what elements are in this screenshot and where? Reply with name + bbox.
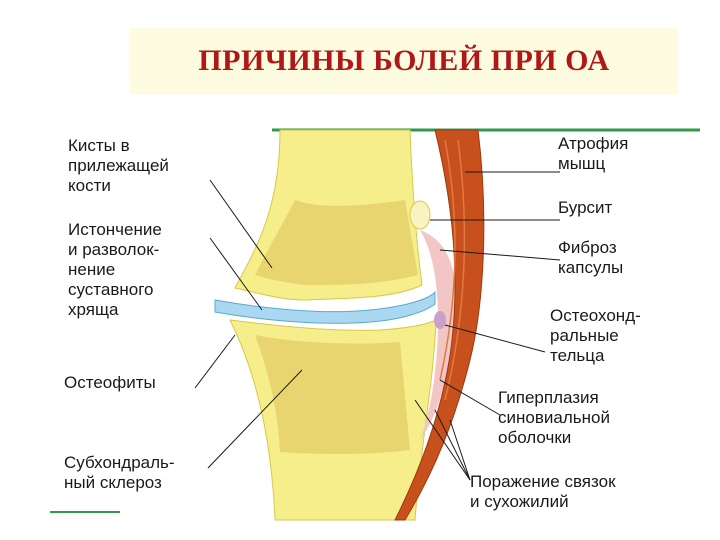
label-osteochondral-bodies: Остеохонд- ральные тельца <box>550 306 641 365</box>
label-bursitis: Бурсит <box>558 198 613 217</box>
osteochondral-body <box>434 311 446 329</box>
leader-line-osteophytes <box>194 334 236 389</box>
label-cysts: Кисты в прилежащей кости <box>68 136 169 195</box>
label-subchondral-sclerosis: Субхондраль- ный склероз <box>64 453 175 492</box>
joint-cartilage <box>214 290 436 324</box>
muscle-fiber <box>439 139 456 381</box>
leader-line-cysts <box>209 179 273 269</box>
label-osteophytes: Остеофиты <box>64 373 156 392</box>
leader-line-cartilage <box>209 237 263 311</box>
leader-line-ligaments <box>414 399 471 481</box>
synovial-membrane <box>420 230 456 440</box>
leader-line-ligaments <box>434 409 471 481</box>
label-synovial-hyperplasia: Гиперплазия синовиальной оболочки <box>498 388 610 447</box>
bursa <box>409 200 431 230</box>
muscle <box>394 129 485 521</box>
label-capsule-fibrosis: Фиброз капсулы <box>558 238 624 277</box>
label-cartilage-thinning: Истончение и разволок- нение суставного … <box>68 220 162 319</box>
leader-line-sclerosis <box>207 369 303 469</box>
leader-line-hyperplasia <box>439 379 501 416</box>
title-banner: ПРИЧИНЫ БОЛЕЙ ПРИ ОА <box>130 28 678 94</box>
upper-bone-spongy <box>255 200 418 285</box>
lower-bone-spongy <box>255 335 410 455</box>
label-ligament-damage: Поражение связок и сухожилий <box>470 472 616 511</box>
leader-line-ligaments <box>449 419 471 481</box>
leader-line-fibrosis <box>439 249 561 261</box>
page-title: ПРИЧИНЫ БОЛЕЙ ПРИ ОА <box>198 44 610 77</box>
muscle-fiber <box>444 139 466 401</box>
label-muscle-atrophy: Атрофия мышц <box>558 134 629 173</box>
joint-illustration <box>50 128 700 521</box>
joint-diagram: Кисты в прилежащей кости Истончение и ра… <box>40 120 720 540</box>
leader-line-bodies <box>444 324 546 353</box>
